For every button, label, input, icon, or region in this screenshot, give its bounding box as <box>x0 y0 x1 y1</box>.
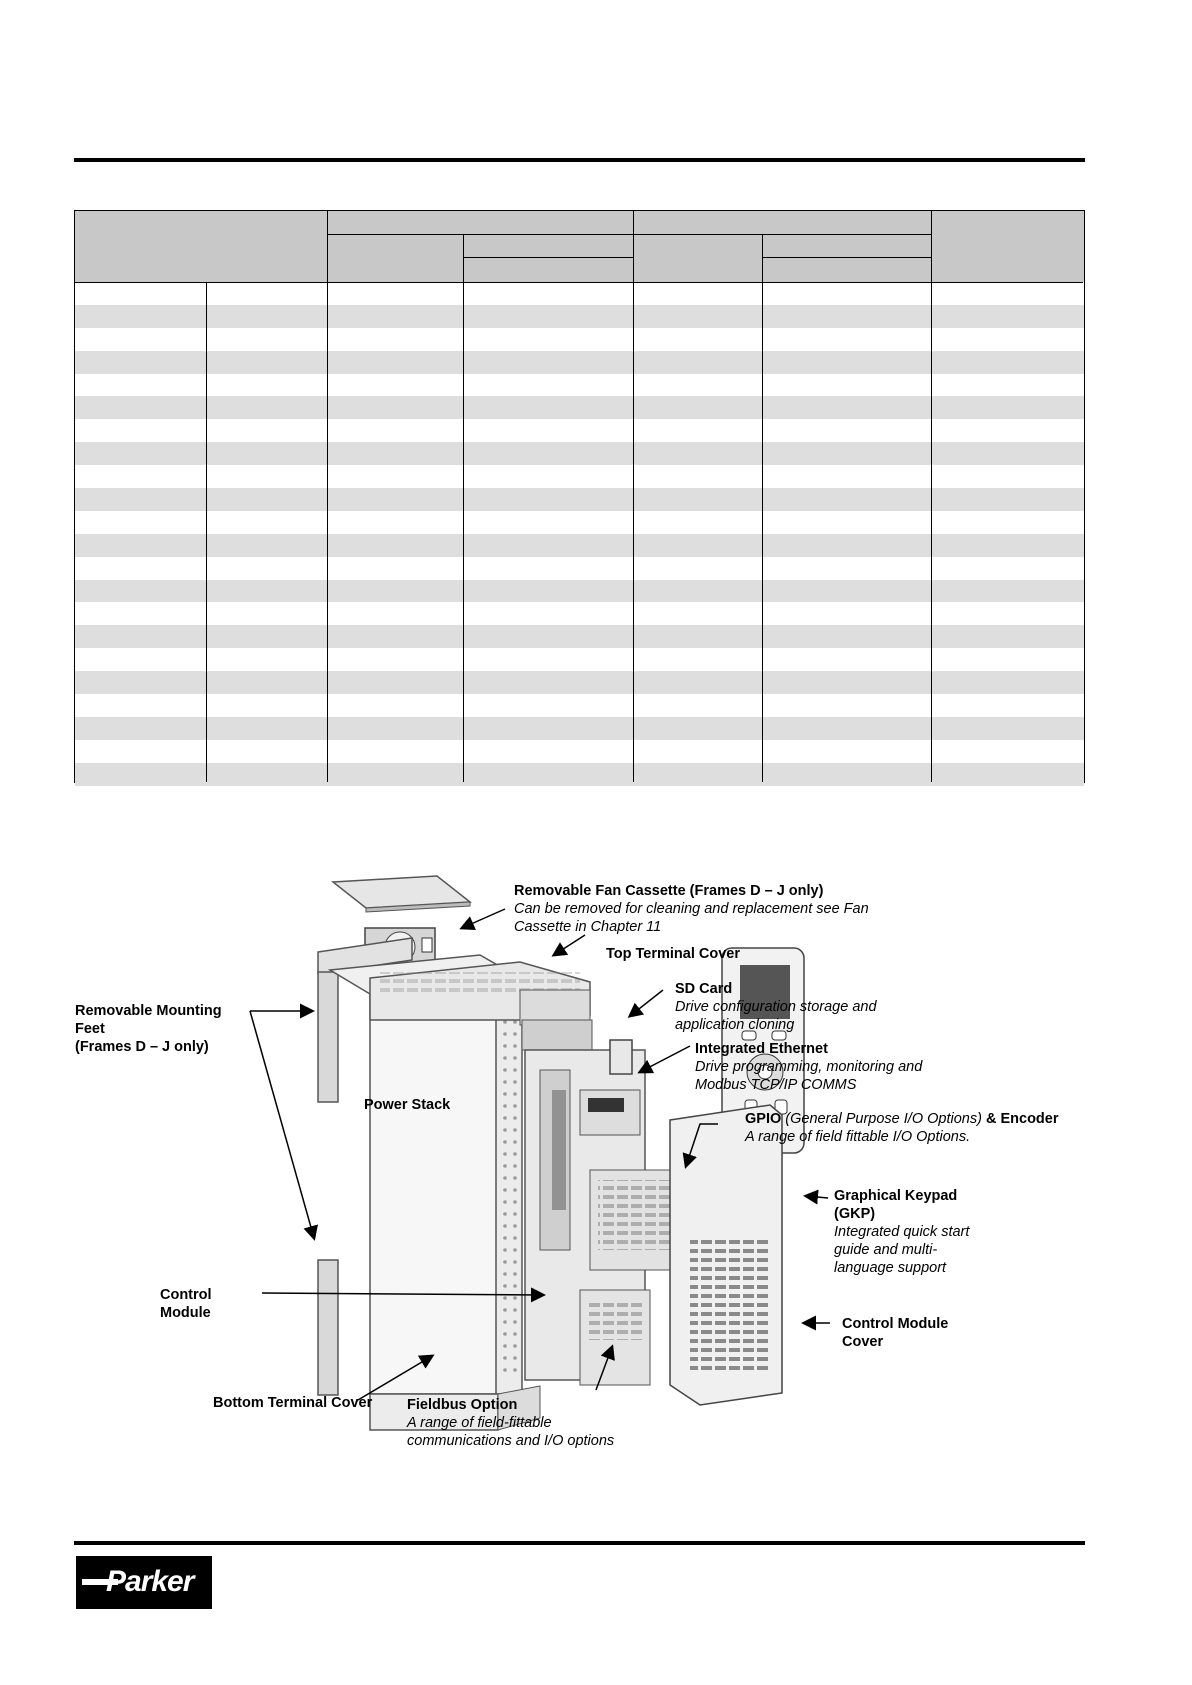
integrated-ethernet-desc-2: Modbus TCP/IP COMMS <box>695 1077 857 1093</box>
table-column-divider <box>327 211 328 782</box>
keypad-caption: Graphical Keypad (GKP) Integrated quick … <box>834 1187 969 1277</box>
fan-cassette-title: Removable Fan Cassette (Frames D – J onl… <box>514 883 824 899</box>
table-row <box>75 350 1084 374</box>
table-column-divider <box>463 234 464 782</box>
fan-cassette-desc-2: Cassette in Chapter 11 <box>514 919 662 935</box>
table-row <box>75 557 1084 580</box>
power-stack-drawing <box>327 954 681 1431</box>
table-row <box>75 648 1084 671</box>
table-body <box>75 282 1084 786</box>
footer-rule <box>74 1541 1085 1545</box>
control-module-cover-drawing <box>669 1104 783 1406</box>
keypad-desc-2: guide and multi- <box>834 1242 938 1258</box>
control-module-cover-line-2: Cover <box>842 1334 884 1350</box>
sd-card-title: SD Card <box>675 981 733 997</box>
keypad-line-2: (GKP) <box>834 1206 876 1222</box>
control-module-cover-caption: Control Module Cover <box>842 1315 948 1351</box>
sd-card-caption: SD Card Drive configuration storage and … <box>675 980 877 1034</box>
table-row <box>75 533 1084 557</box>
table-row <box>75 579 1084 603</box>
keypad-desc-1: Integrated quick start <box>834 1224 970 1240</box>
table-row <box>75 740 1084 763</box>
gpio-title-tail: & Encoder <box>985 1111 1059 1127</box>
table-row <box>75 671 1084 695</box>
leader-lines <box>249 908 830 1401</box>
top-terminal-cover-label: Top Terminal Cover <box>606 946 741 962</box>
parker-logo: Parker <box>76 1556 212 1609</box>
table-row <box>75 465 1084 488</box>
integrated-ethernet-title: Integrated Ethernet <box>695 1041 828 1057</box>
table-row <box>75 694 1084 717</box>
table-row <box>75 762 1084 786</box>
gpio-caption: GPIO (General Purpose I/O Options) & Enc… <box>745 1110 1059 1146</box>
sd-card-desc-1: Drive configuration storage and <box>675 999 877 1015</box>
gpio-title: GPIO (General Purpose I/O Options) & Enc… <box>745 1110 1059 1128</box>
table-row <box>75 419 1084 442</box>
table-row <box>75 602 1084 625</box>
keypad-drawing <box>721 947 805 1154</box>
table-column-divider <box>931 211 932 782</box>
gpio-desc: A range of field fittable I/O Options. <box>745 1129 971 1145</box>
control-module-cover-line-1: Control Module <box>842 1316 949 1332</box>
table-row <box>75 442 1084 466</box>
mounting-feet-caption: Removable Mounting Feet (Frames D – J on… <box>75 1002 222 1056</box>
bottom-terminal-cover-caption: Bottom Terminal Cover <box>213 1394 372 1412</box>
fieldbus-title: Fieldbus Option <box>407 1397 518 1413</box>
sd-card-desc-2: application cloning <box>675 1017 795 1033</box>
table-row <box>75 488 1084 511</box>
control-module-caption: Control Module <box>160 1286 212 1322</box>
fan-cassette-caption: Removable Fan Cassette (Frames D – J onl… <box>514 882 869 936</box>
power-stack-label: Power Stack <box>364 1097 451 1113</box>
table-column-divider <box>206 282 207 782</box>
table-column-divider <box>633 211 634 782</box>
gpio-title-bold: GPIO <box>745 1111 782 1127</box>
table-row <box>75 374 1084 397</box>
table-row <box>75 304 1084 328</box>
table-row-divider <box>463 257 633 258</box>
mounting-feet-line-1: Removable Mounting <box>75 1003 222 1019</box>
fieldbus-desc-1: A range of field-fittable <box>407 1415 552 1431</box>
fan-cassette-desc-1: Can be removed for cleaning and replacem… <box>514 901 869 917</box>
table-column-divider <box>762 234 763 782</box>
top-terminal-cover-caption: Top Terminal Cover <box>606 945 740 963</box>
table-row-divider <box>762 257 931 258</box>
control-module-line-1: Control <box>160 1287 212 1303</box>
fieldbus-caption: Fieldbus Option A range of field-fittabl… <box>407 1396 614 1450</box>
mounting-feet-line-2: Feet <box>75 1021 105 1037</box>
logo-wordmark: Parker <box>106 1565 194 1598</box>
header-rule <box>74 158 1085 162</box>
gpio-title-italic: (General Purpose I/O Options) <box>785 1111 982 1127</box>
integrated-ethernet-desc-1: Drive programming, monitoring and <box>695 1059 923 1075</box>
table-row <box>75 282 1084 305</box>
exploded-drive-diagram: Removable Fan Cassette (Frames D – J onl… <box>0 860 1192 1480</box>
integrated-ethernet-caption: Integrated Ethernet Drive programming, m… <box>695 1040 922 1094</box>
power-stack-caption: Power Stack <box>364 1096 450 1114</box>
table-row <box>75 328 1084 351</box>
control-module-line-2: Module <box>160 1305 211 1321</box>
table-row <box>75 511 1084 534</box>
fieldbus-desc-2: communications and I/O options <box>407 1433 615 1449</box>
table-row-divider <box>327 234 931 235</box>
bottom-terminal-cover-label: Bottom Terminal Cover <box>213 1395 373 1411</box>
table-row <box>75 625 1084 649</box>
keypad-line-1: Graphical Keypad <box>834 1188 958 1204</box>
table-row <box>75 716 1084 740</box>
table-header <box>75 211 1084 282</box>
sd-card-drawing <box>609 1039 633 1075</box>
table-row-divider <box>75 282 1083 283</box>
table-row <box>75 396 1084 420</box>
drive-drawing <box>249 875 830 1431</box>
keypad-desc-3: language support <box>834 1260 947 1276</box>
logo-stripe <box>82 1579 118 1585</box>
mounting-feet-line-3: (Frames D – J only) <box>75 1039 209 1055</box>
spec-table <box>74 210 1085 786</box>
